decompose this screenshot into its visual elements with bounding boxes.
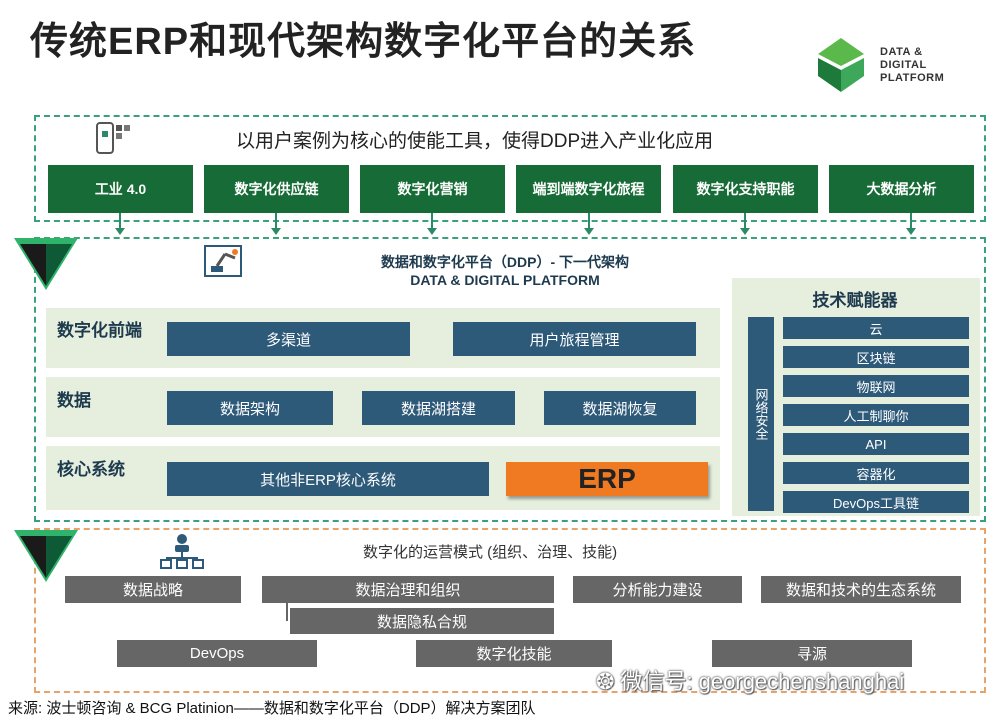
data-lake-build-box[interactable]: 数据湖搭建 <box>362 391 515 425</box>
cyber-security-bar[interactable]: 网络安全 <box>748 317 774 511</box>
operations-layer-marker-icon <box>14 530 78 582</box>
enabler-api[interactable]: API <box>783 433 969 455</box>
source-footer: 来源: 波士顿咨询 & BCG Platinion——数据和数字化平台（DDP）… <box>8 700 536 717</box>
connector-line <box>286 603 288 621</box>
enabler-blockchain[interactable]: 区块链 <box>783 346 969 368</box>
wechat-icon: ❂ <box>596 669 615 694</box>
page-title: 传统ERP和现代架构数字化平台的关系 <box>30 21 697 63</box>
down-arrow-icon <box>740 213 750 235</box>
data-lake-recovery-box[interactable]: 数据湖恢复 <box>544 391 696 425</box>
other-core-systems-box[interactable]: 其他非ERP核心系统 <box>167 462 489 496</box>
down-arrow-icon <box>584 213 594 235</box>
enabler-devops-toolchain[interactable]: DevOps工具链 <box>783 491 969 513</box>
use-case-section <box>34 115 986 222</box>
down-arrow-icon <box>115 213 125 235</box>
org-chart-icon <box>160 534 204 569</box>
enabler-containers[interactable]: 容器化 <box>783 462 969 484</box>
op-sourcing[interactable]: 寻源 <box>712 640 912 667</box>
use-case-big-data[interactable]: 大数据分析 <box>829 165 974 213</box>
operations-heading: 数字化的运营模式 (组织、治理、技能) <box>363 544 618 561</box>
data-label: 数据 <box>57 391 91 410</box>
down-arrow-icon <box>427 213 437 235</box>
erp-box[interactable]: ERP <box>506 462 708 496</box>
use-case-digital-marketing[interactable]: 数字化营销 <box>360 165 505 213</box>
enabler-ai[interactable]: 人工制聊你 <box>783 404 969 426</box>
down-arrow-icon <box>906 213 916 235</box>
use-case-industry40[interactable]: 工业 4.0 <box>48 165 193 213</box>
op-ecosystem[interactable]: 数据和技术的生态系统 <box>761 576 961 603</box>
enabler-cloud[interactable]: 云 <box>783 317 969 339</box>
core-systems-label: 核心系统 <box>57 460 125 479</box>
ddp-logo-icon <box>818 38 864 92</box>
use-case-heading: 以用户案例为核心的使能工具，使得DDP进入产业化应用 <box>236 131 714 152</box>
platform-title-en: DATA & DIGITAL PLATFORM <box>410 272 600 288</box>
robot-arm-icon <box>204 245 242 277</box>
use-case-support-functions[interactable]: 数字化支持职能 <box>673 165 818 213</box>
enablers-title: 技术赋能器 <box>812 291 898 310</box>
use-case-e2e-journey[interactable]: 端到端数字化旅程 <box>516 165 661 213</box>
op-devops[interactable]: DevOps <box>117 640 317 667</box>
user-journey-mgmt-box[interactable]: 用户旅程管理 <box>453 322 696 356</box>
watermark: ❂微信号: georgechenshanghai <box>596 669 905 694</box>
enabler-iot[interactable]: 物联网 <box>783 375 969 397</box>
down-arrow-icon <box>271 213 281 235</box>
operations-section <box>34 528 986 693</box>
front-end-label: 数字化前端 <box>57 321 142 340</box>
op-analytics-capability[interactable]: 分析能力建设 <box>573 576 742 603</box>
platform-section <box>34 237 986 522</box>
multichannel-box[interactable]: 多渠道 <box>167 322 410 356</box>
use-case-digital-supply-chain[interactable]: 数字化供应链 <box>204 165 349 213</box>
platform-title-cn: 数据和数字化平台（DDP）- 下一代架构 <box>380 254 630 270</box>
logo-text: DATA & DIGITAL PLATFORM <box>880 46 945 84</box>
op-data-strategy[interactable]: 数据战略 <box>65 576 241 603</box>
op-digital-skills[interactable]: 数字化技能 <box>416 640 612 667</box>
op-data-governance[interactable]: 数据治理和组织 <box>262 576 554 603</box>
op-data-privacy[interactable]: 数据隐私合规 <box>290 608 554 634</box>
ddp-layer-marker-icon <box>14 238 78 290</box>
mobile-app-icon <box>96 122 130 154</box>
data-architecture-box[interactable]: 数据架构 <box>167 391 333 425</box>
